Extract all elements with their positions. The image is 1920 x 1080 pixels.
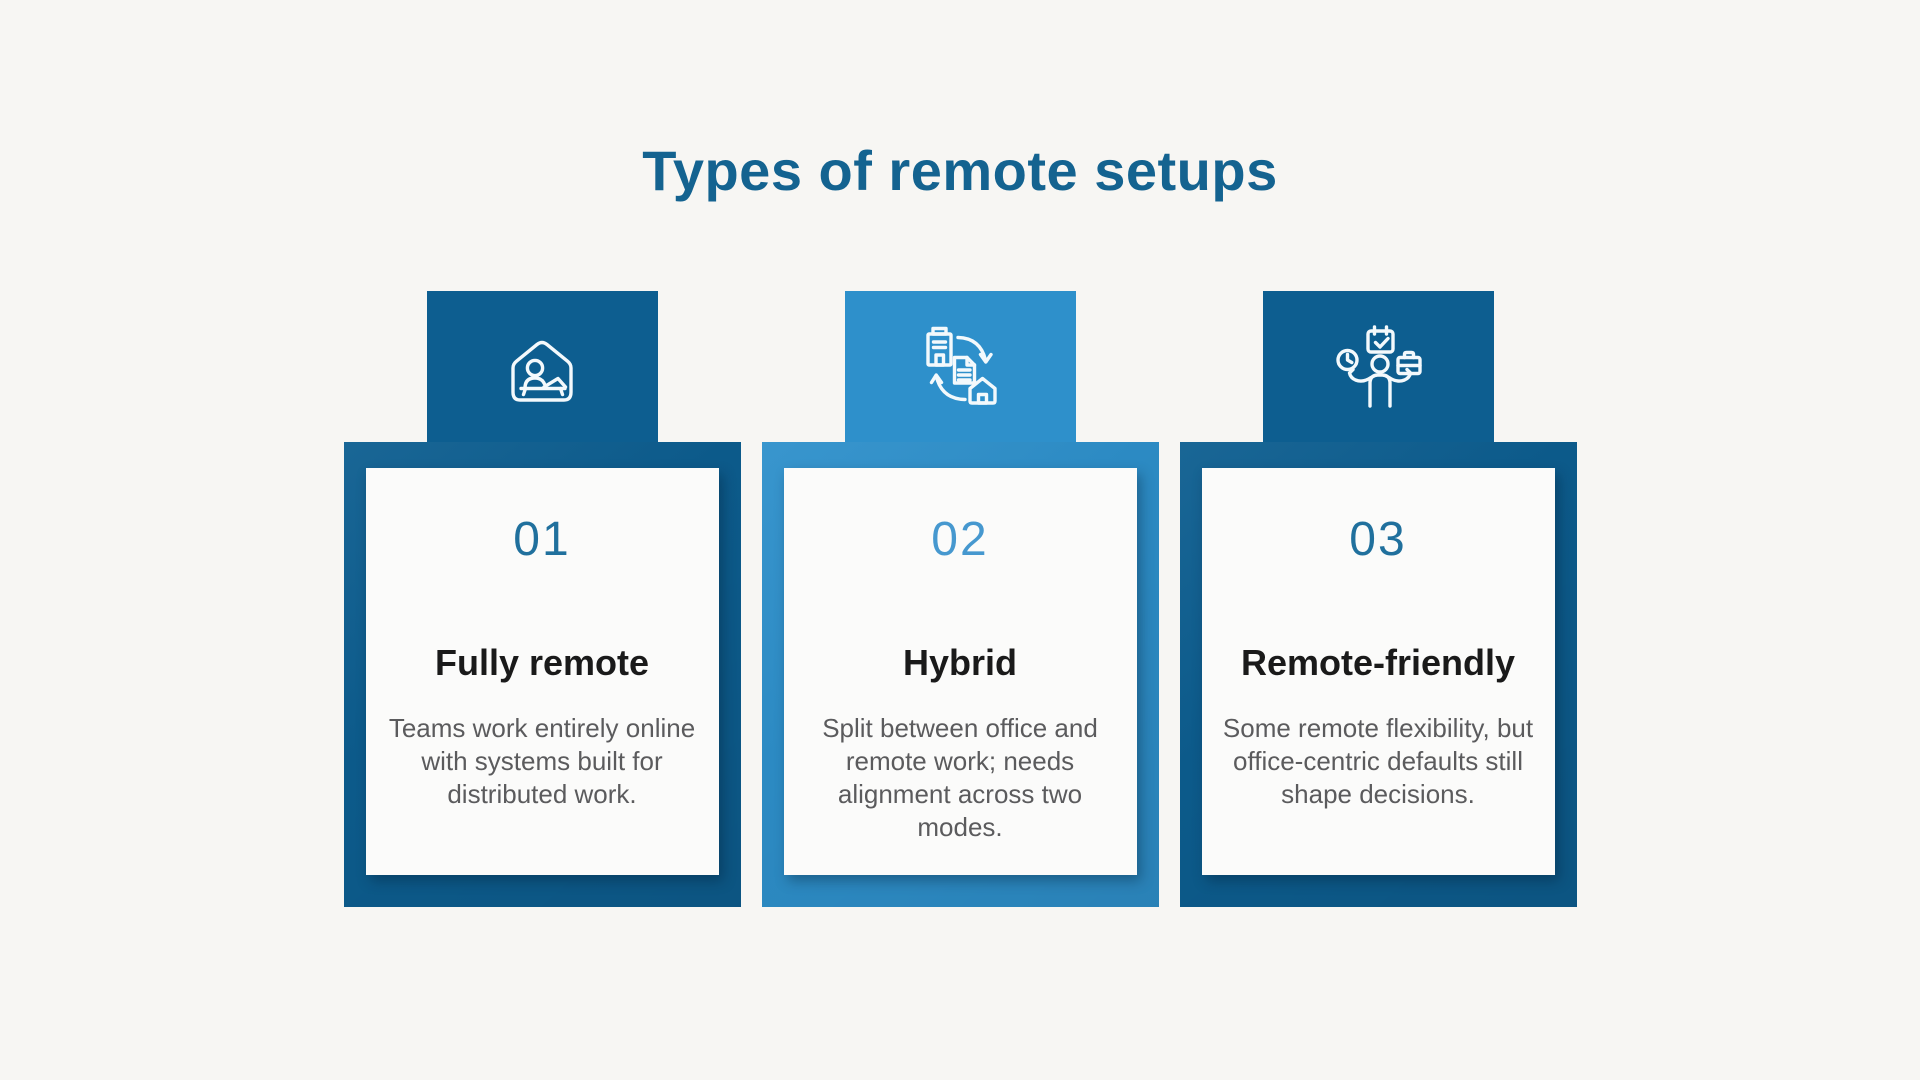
- card-icon-tab: [426, 291, 658, 442]
- card-frame: 01 Fully remote Teams work entirely onli…: [343, 442, 741, 907]
- work-life-balance-icon: [1336, 324, 1422, 408]
- card-title: Fully remote: [434, 642, 650, 683]
- infographic-slide: Types of remote setups 01 Fully remote T…: [0, 0, 1920, 907]
- office-home-sync-icon: [926, 326, 997, 405]
- page-title: Types of remote setups: [642, 139, 1278, 202]
- card-icon-tab: [1262, 291, 1494, 442]
- cards-row: 01 Fully remote Teams work entirely onli…: [0, 291, 1920, 907]
- card-remote-friendly: 03 Remote-friendly Some remote flexibili…: [1179, 291, 1577, 907]
- card-number: 02: [931, 513, 989, 566]
- card-number: 01: [513, 513, 571, 566]
- card-title: Remote-friendly: [1240, 642, 1516, 683]
- card-panel: 03 Remote-friendly Some remote flexibili…: [1201, 468, 1555, 875]
- card-panel: 01 Fully remote Teams work entirely onli…: [365, 468, 719, 875]
- card-description: Teams work entirely online with systems …: [388, 713, 696, 809]
- card-description: Some remote flexibility, but office-cent…: [1222, 713, 1534, 809]
- card-icon-tab: [844, 291, 1076, 442]
- card-hybrid: 02 Hybrid Split between office and remot…: [761, 291, 1159, 907]
- card-fully-remote: 01 Fully remote Teams work entirely onli…: [343, 291, 741, 907]
- card-panel: 02 Hybrid Split between office and remot…: [783, 468, 1137, 875]
- card-number: 03: [1349, 513, 1407, 566]
- card-description: Split between office and remote work; ne…: [822, 713, 1098, 842]
- home-office-icon: [511, 340, 573, 402]
- card-frame: 03 Remote-friendly Some remote flexibili…: [1179, 442, 1577, 907]
- card-frame: 02 Hybrid Split between office and remot…: [761, 442, 1159, 907]
- card-title: Hybrid: [902, 642, 1017, 683]
